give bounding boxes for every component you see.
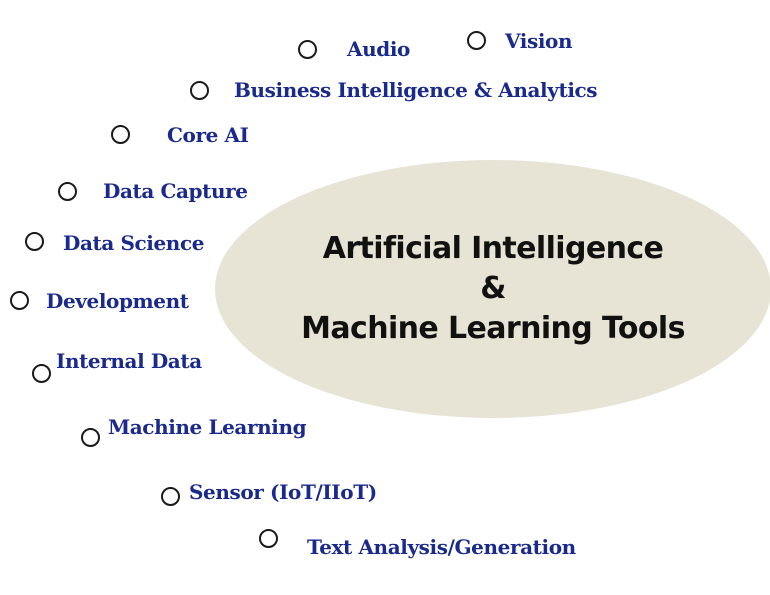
radio-circle-icon[interactable] [25, 232, 44, 251]
radio-circle-icon[interactable] [32, 364, 51, 383]
radio-circle-icon[interactable] [190, 81, 209, 100]
center-title-line-2: & [480, 271, 506, 306]
radio-circle-icon[interactable] [259, 529, 278, 548]
radio-circle-icon[interactable] [10, 291, 29, 310]
tool-label-core-ai: Core AI [167, 123, 249, 147]
radio-circle-icon[interactable] [467, 31, 486, 50]
tool-label-business-intelligence: Business Intelligence & Analytics [234, 78, 598, 102]
tool-label-internal-data: Internal Data [56, 349, 202, 373]
tool-label-development: Development [46, 289, 189, 313]
tool-label-vision: Vision [505, 29, 573, 53]
center-title-line-3: Machine Learning Tools [301, 311, 685, 346]
radio-circle-icon[interactable] [81, 428, 100, 447]
tool-label-audio: Audio [347, 37, 410, 61]
tool-label-data-capture: Data Capture [103, 179, 248, 203]
center-ellipse [215, 160, 770, 418]
radio-circle-icon[interactable] [111, 125, 130, 144]
radio-circle-icon[interactable] [161, 487, 180, 506]
tool-label-machine-learning: Machine Learning [108, 415, 307, 439]
radio-circle-icon[interactable] [298, 40, 317, 59]
center-title-line-1: Artificial Intelligence [322, 231, 664, 266]
tool-label-sensor: Sensor (IoT/IIoT) [189, 480, 377, 504]
tool-label-text-analysis: Text Analysis/Generation [307, 535, 576, 559]
tool-label-data-science: Data Science [63, 231, 205, 255]
radio-circle-icon[interactable] [58, 182, 77, 201]
center-title: Artificial Intelligence & Machine Learni… [215, 160, 770, 418]
